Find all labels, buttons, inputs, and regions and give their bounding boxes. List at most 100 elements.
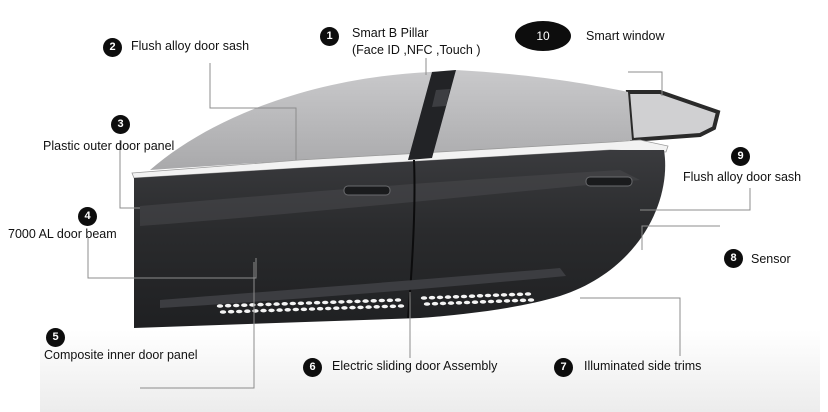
leader-line-4	[87, 238, 257, 279]
trim-light-dot	[268, 308, 275, 313]
trim-light-dot	[333, 306, 340, 311]
trim-light-dot	[516, 292, 524, 297]
trim-light-dot	[354, 299, 361, 304]
trim-light-dot	[381, 304, 388, 309]
callout-badge-8: 8	[724, 249, 743, 268]
trim-light-dot	[273, 302, 280, 306]
trim-light-dot	[479, 300, 487, 304]
trim-light-dot	[492, 293, 500, 298]
callout-label-4: 7000 AL door beam	[8, 227, 117, 241]
leader-line-7	[580, 297, 681, 356]
trim-light-dot	[276, 308, 283, 312]
callout-label-5: Composite inner door panel	[44, 348, 198, 362]
trim-light-dot	[236, 309, 243, 314]
door-panel	[134, 150, 666, 328]
trim-light-dot	[428, 295, 436, 300]
callout-label-1-line2: (Face ID ,NFC ,Touch )	[352, 43, 481, 57]
trim-light-dot	[468, 294, 476, 299]
trim-light-dot	[508, 292, 516, 297]
trim-light-dot	[500, 293, 508, 297]
leader-line-3	[119, 140, 140, 209]
trim-light-dot	[487, 299, 495, 304]
trim-light-dot	[463, 300, 471, 305]
trim-light-dot	[322, 300, 329, 305]
trim-light-dot	[313, 300, 321, 305]
trim-light-dot	[227, 309, 235, 314]
trim-light-dot	[423, 302, 431, 306]
illuminated-trim-rear	[420, 292, 535, 306]
trim-light-dot	[292, 307, 299, 312]
callout-label-2: Flush alloy door sash	[131, 39, 250, 53]
trim-light-dot	[439, 301, 447, 306]
trim-light-dot	[249, 303, 256, 307]
trim-light-dot	[495, 299, 503, 304]
callout-badge-3: 3	[111, 115, 130, 134]
trim-light-dot	[308, 307, 316, 311]
trim-light-dot	[281, 302, 288, 306]
trim-light-dot	[476, 294, 484, 298]
callout-label-7: Illuminated side trims	[584, 359, 702, 373]
trim-light-dot	[284, 308, 291, 312]
front-door-handle	[343, 185, 391, 196]
trim-light-dot	[316, 306, 324, 311]
callout-badge-4: 4	[78, 207, 97, 226]
trim-light-dot	[349, 305, 356, 310]
rear-door-handle	[585, 176, 633, 187]
callout-label-1-line1: Smart B Pillar	[352, 26, 429, 40]
trim-light-dot	[397, 304, 405, 308]
trim-light-dot	[297, 301, 305, 306]
trim-light-dot	[265, 302, 272, 307]
trim-light-dot	[452, 295, 460, 299]
callout-label-6: Electric sliding door Assembly	[332, 359, 498, 373]
trim-light-dot	[370, 299, 377, 303]
callout-badge-6: 6	[303, 358, 322, 377]
b-pillar-sensor	[432, 89, 450, 107]
trim-light-dot	[524, 292, 532, 296]
leader-line-2	[209, 63, 297, 160]
trim-light-dot	[300, 307, 308, 312]
callout-badge-2: 2	[103, 38, 122, 57]
trim-light-dot	[252, 309, 259, 313]
floor-shadow	[40, 330, 820, 412]
trim-light-dot	[305, 301, 313, 305]
trim-light-dot	[219, 310, 227, 314]
trim-light-dot	[460, 294, 468, 299]
leader-line-5	[140, 262, 255, 389]
panel-highlight	[140, 170, 640, 226]
trim-light-dot	[289, 301, 296, 306]
trim-light-dot	[325, 306, 332, 311]
trim-light-dot	[373, 305, 380, 309]
callout-badge-7: 7	[554, 358, 573, 377]
trim-light-dot	[519, 298, 527, 303]
trim-light-dot	[436, 295, 444, 300]
trim-light-dot	[233, 303, 240, 308]
callout-badge-1: 1	[320, 27, 339, 46]
trim-light-dot	[224, 303, 232, 308]
door-split-line	[407, 159, 416, 319]
leader-line-10	[628, 71, 663, 96]
trim-light-dot	[503, 299, 511, 303]
trim-light-dot	[257, 302, 264, 307]
callout-badge-5: 5	[46, 328, 65, 347]
trim-light-dot	[365, 305, 372, 309]
trim-light-dot	[378, 298, 385, 303]
trim-light-dot	[484, 293, 492, 298]
trim-light-dot	[420, 296, 428, 300]
leader-lines	[87, 58, 751, 389]
trim-light-dot	[346, 299, 353, 304]
callout-label-10: Smart window	[586, 29, 665, 43]
callout-label-8: Sensor	[751, 252, 791, 266]
callout-label-9: Flush alloy door sash	[683, 170, 802, 184]
trim-light-dot	[527, 298, 535, 302]
trim-light-dot	[455, 301, 463, 305]
trim-light-dot	[260, 308, 267, 313]
illuminated-trim-front	[216, 298, 405, 314]
smart-window-glass	[625, 90, 721, 143]
trim-light-dot	[330, 300, 337, 305]
trim-light-dot	[216, 304, 224, 308]
trim-light-dot	[341, 306, 348, 310]
trim-light-dot	[394, 298, 402, 302]
callout-badge-10: 10	[515, 21, 571, 51]
trim-light-dot	[389, 304, 397, 309]
